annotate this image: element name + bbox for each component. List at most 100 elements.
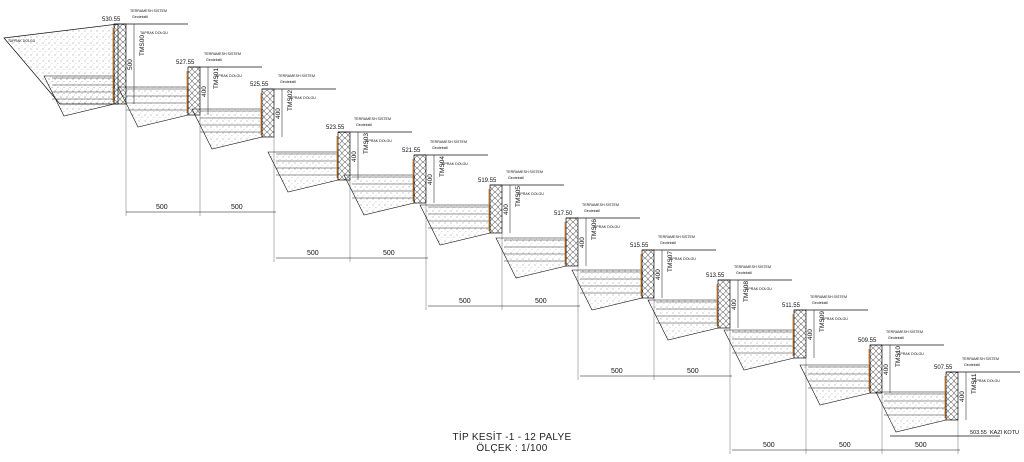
geotextile-label: Geotekstil — [660, 241, 676, 245]
drainage-label: TERRAMESH SİSTEM — [430, 139, 467, 144]
bench-dim: 500 — [383, 250, 395, 257]
reinforced-fill — [419, 204, 491, 246]
elevation-label: 523.55 — [326, 125, 345, 131]
fill-label: TAPRAK DOLGU — [668, 257, 696, 261]
height-dim: 500 — [127, 59, 134, 70]
reinforced-fill — [343, 174, 415, 216]
reinforced-fill — [799, 364, 871, 406]
fill-label: TAPRAK DOLGU — [214, 74, 242, 78]
base-label: KAZI KOTU — [990, 430, 1019, 436]
gabion-facing — [869, 344, 883, 394]
fill-label: TAPRAK DOLGU — [440, 162, 468, 166]
height-dim: 400 — [883, 364, 890, 375]
geotextile-label: Geotekstil — [356, 123, 372, 127]
gabion-facing — [793, 309, 807, 359]
drainage-label: TERRAMESH SİSTEM — [278, 73, 315, 78]
tier-label: TMS10 — [895, 346, 902, 367]
fill-label: TAPRAK DOLGU — [896, 352, 924, 356]
drainage-label: TERRAMESH SİSTEM — [506, 169, 543, 174]
drainage-label: TERRAMESH SİSTEM — [734, 264, 771, 269]
tier-label: TMS04 — [439, 156, 446, 177]
bench-dim: 500 — [611, 368, 623, 375]
bench-dim: 500 — [307, 250, 319, 257]
height-dim: 400 — [503, 204, 510, 215]
geotextile-label: Geotekstil — [812, 301, 828, 305]
tier-label: TMS09 — [819, 311, 826, 332]
geotextile-label: Geotekstil — [508, 176, 524, 180]
fill-label: TAPRAK DOLGU — [592, 225, 620, 229]
drainage-label: TERRAMESH SİSTEM — [962, 356, 999, 361]
tier-label: TMS07 — [667, 251, 674, 272]
geotextile-label: Geotekstil — [432, 146, 448, 150]
drawing-title: TİP KESİT -1 - 12 PALYE — [452, 432, 572, 443]
elevation-label: 509.55 — [858, 338, 877, 344]
bench-dim: 500 — [535, 298, 547, 305]
elevation-label: 515.55 — [630, 243, 649, 249]
height-dim: 400 — [427, 174, 434, 185]
geotextile-label: Geotekstil — [132, 15, 148, 19]
drainage-label: TERRAMESH SİSTEM — [886, 329, 923, 334]
bench-dim: 500 — [459, 298, 471, 305]
geotextile-label: Geotekstil — [888, 336, 904, 340]
drainage-label: TERRAMESH SİSTEM — [354, 116, 391, 121]
elevation-label: 521.55 — [402, 148, 421, 154]
height-dim: 400 — [275, 108, 282, 119]
gabion-facing — [717, 279, 731, 329]
reinforced-fill — [571, 269, 643, 311]
tier-label: TMS02 — [287, 90, 294, 111]
gabion-facing — [337, 131, 351, 181]
geotextile-label: Geotekstil — [206, 58, 222, 62]
elevation-label: 517.50 — [554, 211, 573, 217]
elevation-label: 507.55 — [934, 365, 953, 371]
reinforced-fill — [495, 237, 567, 279]
bench-dim: 500 — [915, 442, 927, 449]
bench-dim: 500 — [839, 442, 851, 449]
reinforced-fill — [191, 108, 263, 150]
bench-dim: 500 — [763, 442, 775, 449]
base-elevation: 503.55 — [970, 430, 987, 436]
bench-dim: 500 — [687, 368, 699, 375]
height-dim: 400 — [731, 299, 738, 310]
bench-dim: 500 — [231, 204, 243, 211]
geotextile-label: Geotekstil — [584, 209, 600, 213]
fill-label-0: TAPRAK DOLGU — [8, 39, 36, 43]
tier-label: TMS05 — [515, 186, 522, 207]
bench-dim: 500 — [156, 204, 168, 211]
height-dim: 400 — [655, 269, 662, 280]
fill-label: TAPRAK DOLGU — [364, 139, 392, 143]
geotextile-label: Geotekstil — [736, 271, 752, 275]
reinforced-fill — [117, 86, 189, 128]
tier-label: TMS01 — [213, 68, 220, 89]
elevation-label: 530.55 — [102, 17, 121, 23]
height-dim: 400 — [807, 329, 814, 340]
geotextile-label: Geotekstil — [280, 80, 296, 84]
fill-label: TAPRAK DOLGU — [820, 317, 848, 321]
drainage-label: TERRAMESH SİSTEM — [658, 234, 695, 239]
elevation-label: 519.55 — [478, 178, 497, 184]
reinforced-fill — [875, 391, 947, 433]
gabion-facing — [413, 154, 427, 204]
gabion-facing — [565, 217, 579, 267]
tier-label: TMS11 — [971, 373, 978, 394]
fill-label: TAPRAK DOLGU — [140, 31, 168, 35]
gabion-facing — [489, 184, 503, 234]
tier-label: TMS03 — [363, 133, 370, 154]
tier-label: TMS06 — [591, 219, 598, 240]
reinforced-fill — [267, 151, 339, 193]
elevation-label: 511.55 — [782, 303, 801, 309]
geotextile-label: Geotekstil — [964, 363, 980, 367]
fill-label: TAPRAK DOLGU — [516, 192, 544, 196]
title-block: TİP KESİT -1 - 12 PALYE ÖLÇEK : 1/100 — [0, 432, 1024, 454]
gabion-facing — [641, 249, 655, 299]
fill-label: TAPRAK DOLGU — [288, 96, 316, 100]
gabion-facing — [945, 371, 959, 421]
reinforced-fill — [723, 329, 795, 371]
gabion-facing — [261, 88, 275, 138]
drainage-label: TERRAMESH SİSTEM — [204, 51, 241, 56]
height-dim: 400 — [201, 86, 208, 97]
fill-label: TAPRAK DOLGU — [744, 287, 772, 291]
drainage-label: TERRAMESH SİSTEM — [130, 8, 167, 13]
height-dim: 400 — [579, 237, 586, 248]
reinforced-fill — [43, 75, 115, 117]
